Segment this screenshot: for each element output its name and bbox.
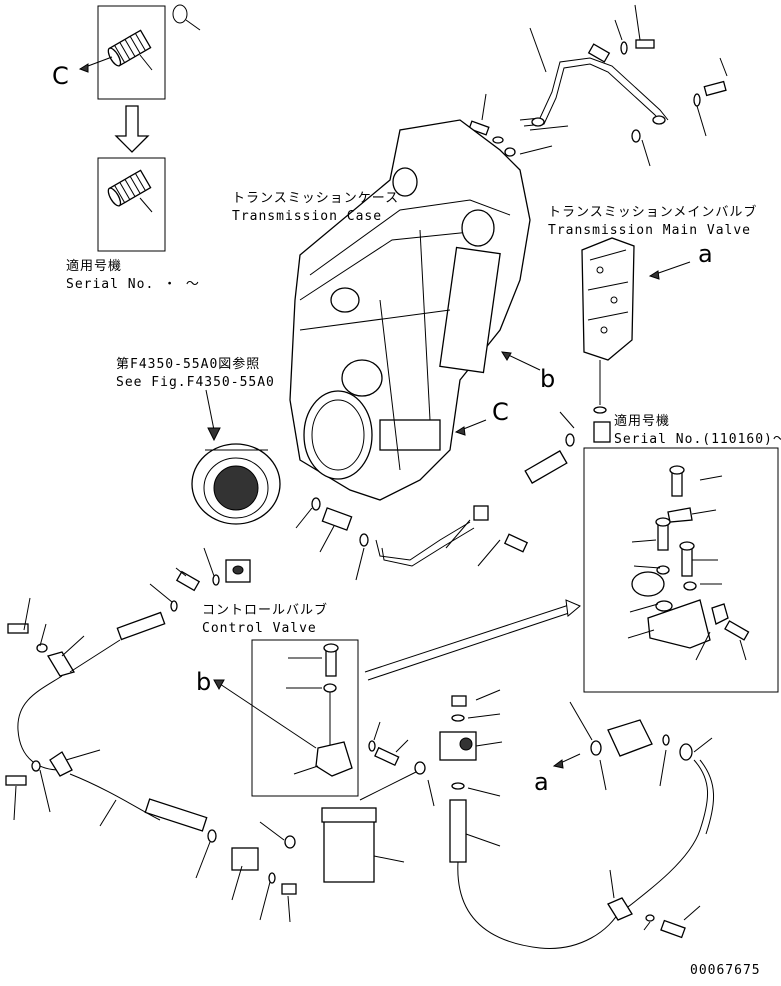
- serial-label-jp-2: 適用号機: [614, 413, 670, 429]
- left-hose-assembly: [5, 597, 297, 923]
- clutch-housing: [191, 443, 281, 525]
- serial-label-en-2: Serial No.(110160)～: [614, 432, 781, 447]
- callout-a-valve: a: [698, 240, 713, 268]
- transmission-main-valve: [581, 237, 635, 405]
- transmission-case-jp: トランスミッションケース: [232, 191, 399, 206]
- main-valve-jp: トランスミッションメインバルブ: [548, 204, 757, 220]
- right-hose-assembly: [569, 701, 714, 939]
- see-fig-jp: 第F4350-55A0図参照: [116, 356, 260, 372]
- serial-label-jp-1: 適用号機: [66, 258, 122, 274]
- oring-icon: [172, 4, 188, 24]
- strainer-inset-old: [78, 5, 166, 100]
- strainer-inset-new: [97, 157, 166, 252]
- control-valve-fittings: [149, 547, 251, 612]
- change-arrow-icon: [114, 105, 150, 153]
- callout-a-bottom: a: [534, 768, 549, 796]
- center-hose-assembly: [295, 411, 575, 581]
- control-valve-en: Control Valve: [202, 621, 317, 636]
- serial-inset-box: [583, 447, 779, 693]
- see-fig-en: See Fig.F4350-55A0: [116, 375, 275, 390]
- main-valve-en: Transmission Main Valve: [548, 223, 751, 238]
- serial-label-en-1: Serial No. ・ ～: [66, 277, 200, 292]
- drawing-number: 00067675: [690, 963, 761, 978]
- control-valve-inset: [251, 639, 359, 797]
- callout-b-inset: b: [196, 668, 211, 696]
- transmission-case-en: Transmission Case: [232, 209, 382, 224]
- oil-filter: [321, 721, 435, 883]
- control-valve-jp: コントロールバルブ: [202, 602, 328, 618]
- callout-c-top: C: [52, 62, 69, 90]
- center-fitting-stack: [439, 689, 621, 949]
- callout-c-case: C: [492, 398, 509, 426]
- transmission-case: [289, 119, 531, 501]
- lube-pipe-assembly: [468, 4, 728, 167]
- callout-b-case: b: [540, 365, 555, 393]
